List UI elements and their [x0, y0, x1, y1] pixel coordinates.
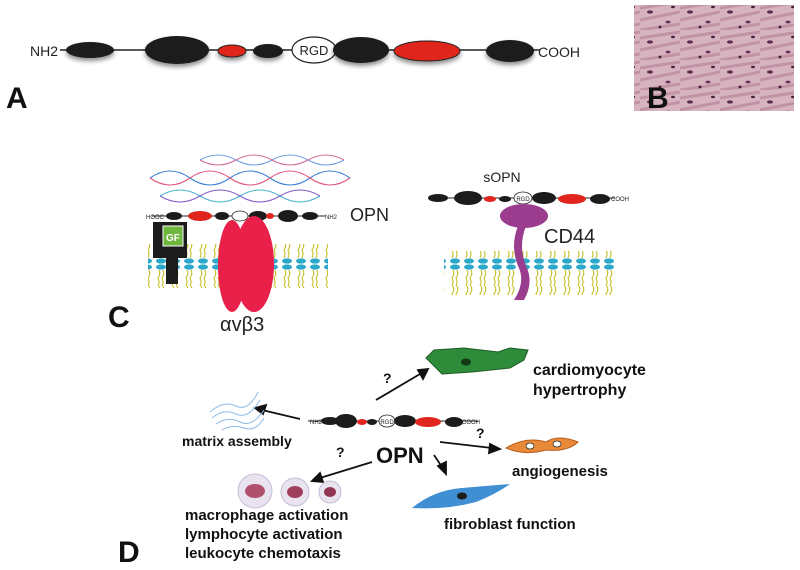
opn-center-label: OPN — [376, 443, 424, 468]
domain-4 — [333, 37, 389, 63]
arrow-head — [487, 442, 503, 455]
endothelial-nucleus — [525, 442, 535, 450]
arrow-head — [416, 367, 430, 381]
cd44-stem — [514, 226, 530, 300]
mini-opn-cterm: NH2 — [325, 215, 338, 221]
cardio-label-1: cardiomyocyte — [533, 362, 646, 379]
domain-3 — [253, 44, 283, 58]
mini-domain — [166, 212, 182, 220]
sopn-domain — [454, 191, 482, 205]
gf-receptor-stem — [166, 258, 178, 284]
immune-label-3: leukocyte chemotaxis — [185, 545, 341, 562]
panel-a-label: A — [6, 82, 28, 115]
sopn-domain — [499, 196, 511, 202]
question-angio: ? — [476, 425, 485, 441]
endothelial-cell — [504, 437, 579, 454]
domain-5 — [486, 40, 534, 62]
gf-label: GF — [166, 233, 180, 244]
leukocyte-nucleus — [324, 487, 336, 497]
arrow-immune — [319, 461, 373, 479]
d-domain-red — [415, 417, 441, 427]
cd44-head — [500, 204, 548, 228]
gf-box — [162, 225, 184, 247]
mini-domain — [215, 212, 229, 220]
immune-label-2: lymphocyte activation — [185, 526, 343, 543]
panel-b-label: B — [647, 82, 669, 115]
arrow-matrix — [261, 409, 301, 420]
domain-red-2 — [393, 40, 461, 62]
mini-opn-nterm: HOOC — [146, 215, 165, 221]
domain-1 — [66, 42, 114, 58]
d-opn-cterm: COOH — [462, 420, 480, 426]
d-domain-red — [357, 419, 367, 425]
d-domain — [367, 419, 377, 425]
fibroblast-nucleus — [457, 492, 467, 500]
d-opn-nterm: NH2 — [310, 420, 323, 426]
panel-d-functions: NH2 RGD COOH OPN ? ? ? — [182, 347, 646, 562]
domain-red-1 — [217, 44, 247, 58]
d-domain — [394, 415, 416, 427]
arrow-angio — [439, 441, 493, 449]
lymphocyte-nucleus — [287, 486, 303, 498]
panel-c-cd44-side: sOPN RGD COOH CD44 — [428, 169, 629, 300]
cterm-label: COOH — [538, 44, 580, 60]
cardiomyocyte-cell — [425, 347, 529, 375]
question-immune: ? — [336, 444, 345, 460]
sopn-label: sOPN — [483, 169, 520, 185]
panel-d-label: D — [118, 536, 140, 569]
histology-section — [634, 5, 794, 111]
fibroblast-label: fibroblast function — [444, 516, 576, 533]
panel-c-integrin-side: HOOC NH2 OPN GF αvβ3 — [146, 154, 389, 336]
nterm-label: NH2 — [30, 43, 58, 59]
integrin-label: αvβ3 — [220, 314, 264, 336]
d-domain — [445, 417, 463, 427]
sopn-domain — [590, 194, 610, 204]
sopn-domain — [532, 192, 556, 204]
sopn-rgd-label: RGD — [516, 197, 530, 203]
opn-domain-diagram-large: NH2 RGD COOH — [30, 36, 580, 64]
arrow-cardio — [375, 373, 421, 401]
arrow-head — [436, 460, 447, 477]
domain-2 — [145, 36, 209, 64]
endothelial-nucleus — [552, 440, 562, 448]
sopn-domain-red — [484, 196, 496, 202]
sopn-domain-red — [558, 194, 586, 204]
immune-cells — [237, 473, 342, 509]
cardiomyocyte-nucleus — [461, 358, 471, 366]
mini-domain — [278, 210, 298, 222]
histology-image — [634, 5, 794, 111]
mini-rgd — [231, 210, 249, 222]
arrow-head — [310, 471, 325, 484]
sopn-domain — [428, 194, 448, 202]
sopn-cterm: COOH — [611, 197, 629, 203]
immune-label-1: macrophage activation — [185, 507, 348, 524]
rgd-label: RGD — [300, 43, 329, 58]
mini-domain-red — [266, 213, 274, 219]
cd44-label: CD44 — [544, 226, 595, 248]
mini-domain — [302, 212, 318, 220]
macrophage-nucleus — [245, 484, 265, 498]
collagen-fibrils — [149, 154, 351, 203]
d-rgd-label: RGD — [380, 420, 394, 426]
arrow-head — [252, 403, 268, 416]
angiogenesis-label: angiogenesis — [512, 463, 608, 480]
integrin-beta — [234, 216, 274, 312]
d-domain — [321, 417, 339, 425]
mini-domain-red — [188, 211, 212, 221]
cardio-label-2: hypertrophy — [533, 382, 626, 399]
panel-c-label: C — [108, 301, 130, 334]
opn-membrane-label: OPN — [350, 205, 389, 225]
matrix-assembly-label: matrix assembly — [182, 433, 292, 449]
d-domain — [335, 414, 357, 428]
question-cardio: ? — [383, 370, 392, 386]
cell-membrane-right — [444, 251, 614, 295]
matrix-fibrils — [209, 391, 265, 431]
